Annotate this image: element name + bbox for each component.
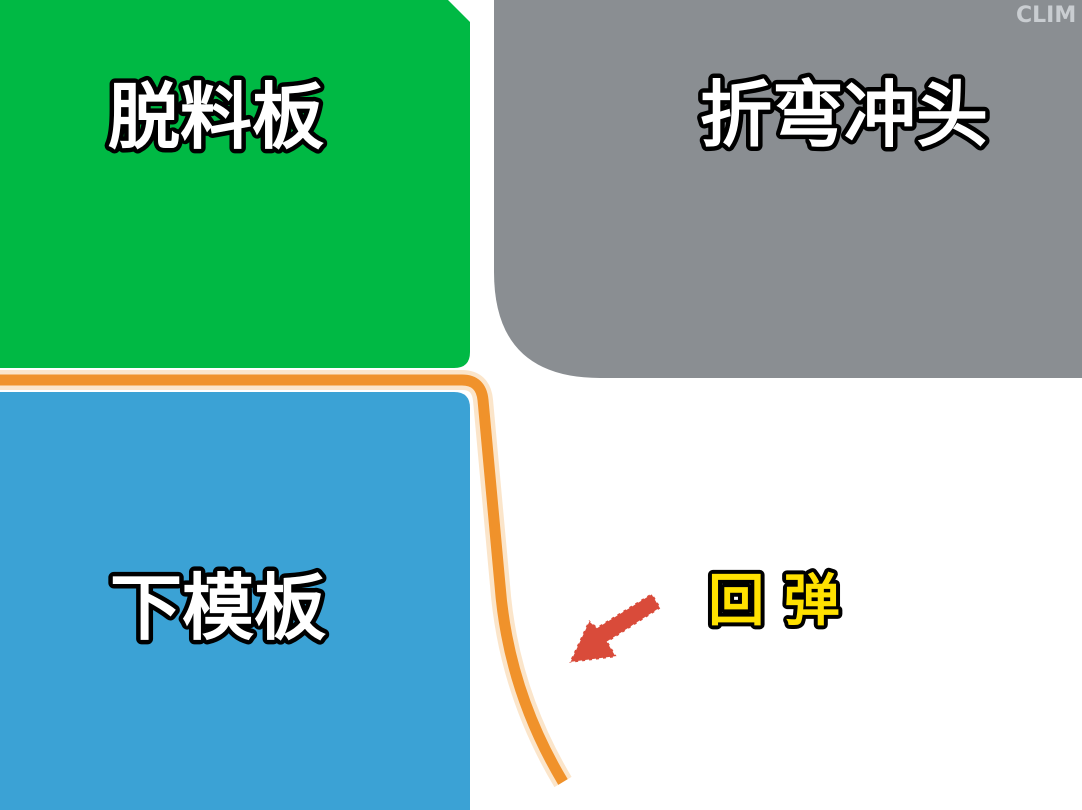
- sheet-metal-core: [0, 374, 568, 785]
- springback-arrow-icon: [567, 591, 663, 665]
- stripper-plate: [0, 0, 470, 368]
- stripper-plate-label: 脱料板: [108, 75, 324, 159]
- lower-die-label: 下模板: [110, 566, 326, 650]
- watermark-text: CLIM: [1016, 3, 1076, 28]
- bending-punch-label: 折弯冲头: [700, 73, 988, 157]
- springback-label: 回 弹: [708, 569, 840, 634]
- bending-punch: [494, 0, 1082, 378]
- lower-die: [0, 392, 470, 810]
